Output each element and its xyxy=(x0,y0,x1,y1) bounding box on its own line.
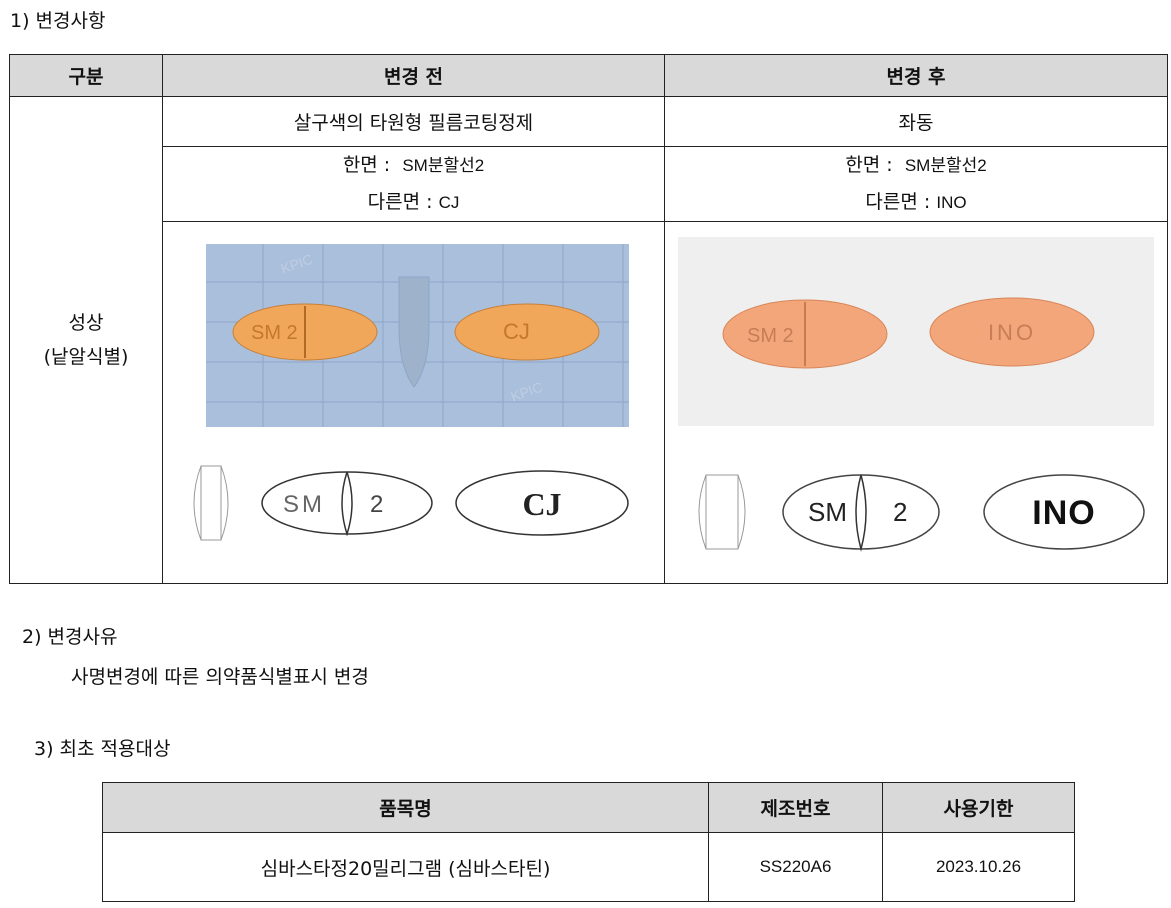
before-photo-front-mark: SM 2 xyxy=(251,322,298,344)
before-drawing-back: CJ xyxy=(522,486,561,522)
section3-heading: 3) 최초 적용대상 xyxy=(34,738,171,760)
section2-heading: 2) 변경사유 xyxy=(22,626,118,648)
section1-heading: 1) 변경사항 xyxy=(10,10,106,32)
before-front-value: SM분할선2 xyxy=(402,156,485,175)
after-images: SM 2 INO SM 2 INO xyxy=(664,221,1168,584)
col-lot-number: 제조번호 xyxy=(708,782,883,833)
table-row: 심바스타정20밀리그램 (심바스타틴) SS220A6 2023.10.26 xyxy=(102,832,1075,902)
after-tablet-photo: SM 2 INO xyxy=(678,237,1154,426)
expiry-cell: 2023.10.26 xyxy=(882,832,1075,902)
after-description: 좌동 xyxy=(664,96,1168,147)
product-name-cell: 심바스타정20밀리그램 (심바스타틴) xyxy=(102,832,709,902)
before-tablet-photo: KPIC KPIC SM 2 CJ xyxy=(206,244,629,427)
lot-number-cell: SS220A6 xyxy=(708,832,883,902)
after-back-value: INO xyxy=(936,193,967,212)
section2-body: 사명변경에 따른 의약품식별표시 변경 xyxy=(71,666,369,688)
before-back-drawing: CJ xyxy=(455,470,629,536)
before-description: 살구색의 타원형 필름코팅정제 xyxy=(162,96,665,147)
col-product-name: 품목명 xyxy=(102,782,709,833)
after-front-drawing: SM 2 xyxy=(782,474,940,552)
before-drawing-front-left: SM xyxy=(283,491,325,518)
before-photo-back-mark: CJ xyxy=(503,319,530,344)
change-table-header: 구분 변경 전 변경 후 xyxy=(9,54,1168,97)
col-before: 변경 전 xyxy=(162,54,665,97)
after-images-svg: SM 2 INO SM 2 INO xyxy=(678,237,1154,552)
after-photo-front-mark: SM 2 xyxy=(747,325,794,347)
before-images-svg: KPIC KPIC SM 2 CJ SM xyxy=(193,244,629,541)
before-back-value: CJ xyxy=(438,193,460,212)
col-category: 구분 xyxy=(9,54,163,97)
before-front-label: 한면 : xyxy=(342,154,397,176)
col-expiry: 사용기한 xyxy=(882,782,1075,833)
after-side-drawing xyxy=(698,474,746,550)
after-drawing-back: INO xyxy=(1032,494,1095,532)
row-label-line1: 성상 xyxy=(68,312,104,334)
after-back-label: 다른면 : xyxy=(865,191,937,213)
before-images: KPIC KPIC SM 2 CJ SM xyxy=(162,221,665,584)
row-label: 성상 (낱알식별) xyxy=(9,96,163,584)
after-back-drawing: INO xyxy=(983,474,1145,550)
before-drawing-front-right: 2 xyxy=(370,491,383,518)
target-table-header: 품목명 제조번호 사용기한 xyxy=(102,782,1075,833)
after-photo-back-mark: INO xyxy=(988,320,1036,345)
after-drawing-front-right: 2 xyxy=(893,497,907,527)
before-front-drawing: SM 2 xyxy=(261,471,433,537)
col-after: 변경 후 xyxy=(664,54,1168,97)
row-label-line2: (낱알식별) xyxy=(43,346,129,368)
before-side-drawing xyxy=(193,465,229,541)
after-markings: 한면 : SM분할선2 다른면 : INO xyxy=(664,146,1168,222)
before-back-label: 다른면 : xyxy=(367,191,439,213)
before-markings: 한면 : SM분할선2 다른면 : CJ xyxy=(162,146,665,222)
after-front-value: SM분할선2 xyxy=(904,156,987,175)
target-table: 품목명 제조번호 사용기한 심바스타정20밀리그램 (심바스타틴) SS220A… xyxy=(102,782,1075,902)
after-front-label: 한면 : xyxy=(845,154,899,176)
after-drawing-front-left: SM xyxy=(808,497,847,527)
change-table: 구분 변경 전 변경 후 성상 (낱알식별) 살구색의 타원형 필름코팅정제 좌… xyxy=(9,54,1168,584)
